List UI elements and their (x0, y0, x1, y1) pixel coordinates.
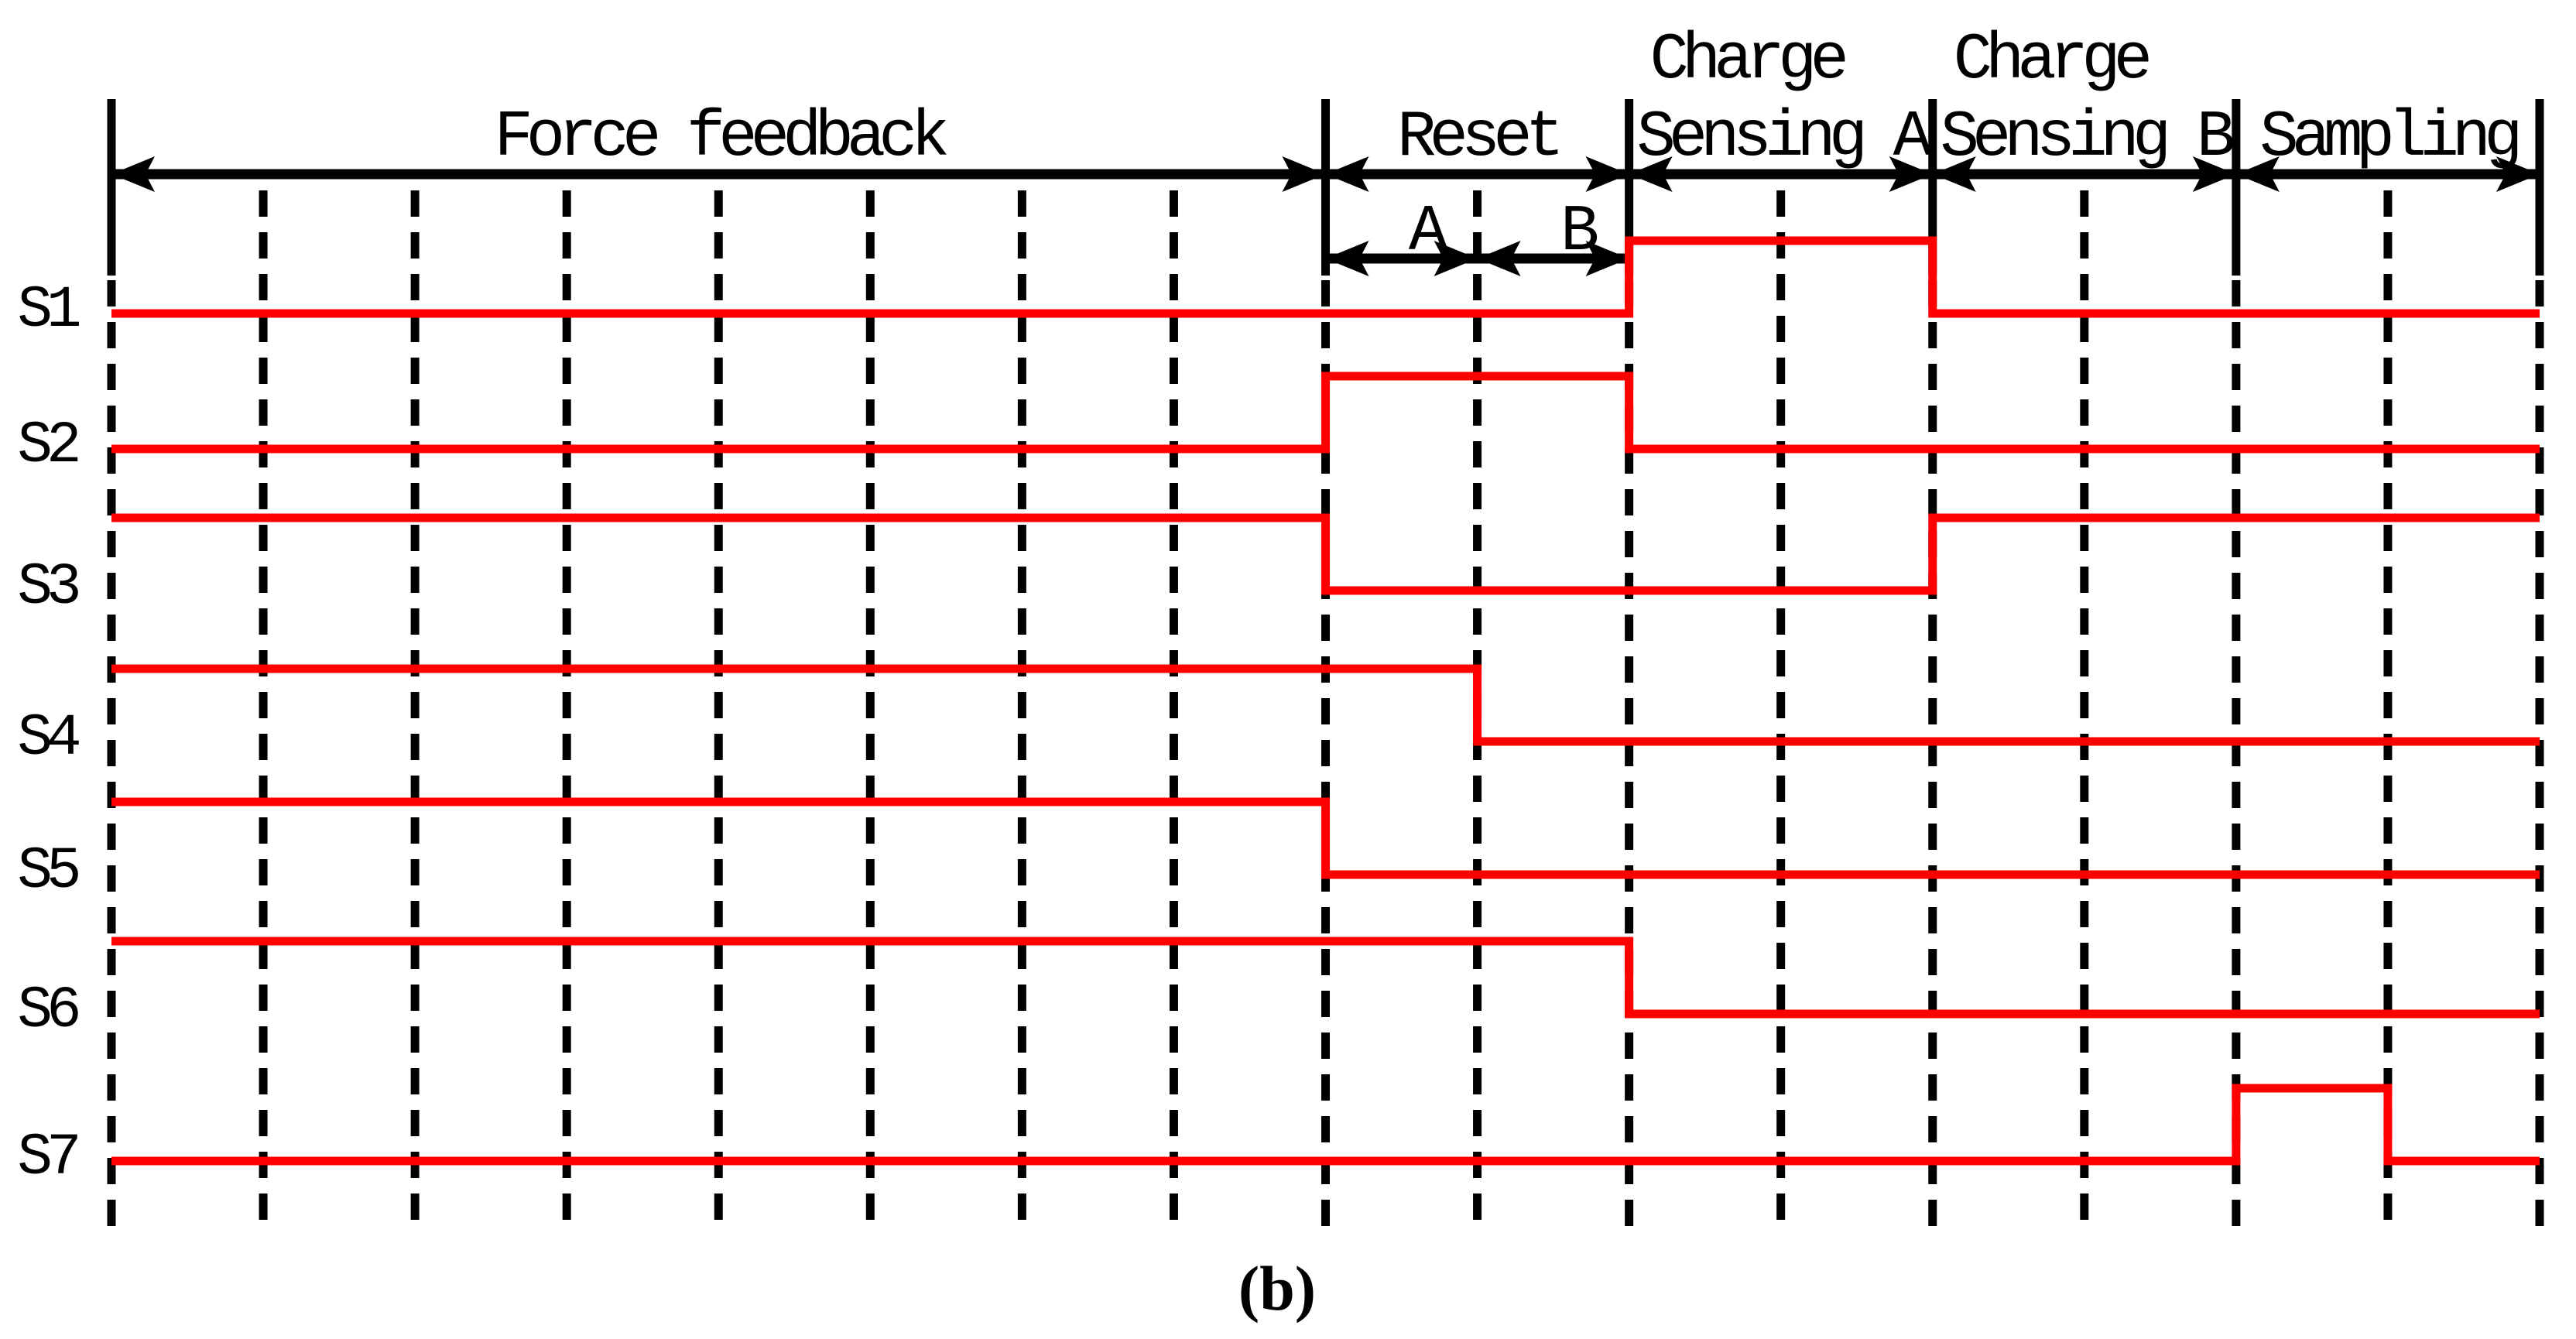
signal-waveform (111, 664, 2540, 746)
arrowhead-icon (1282, 156, 1326, 192)
signal-name-label: S2 (17, 413, 78, 479)
phase-label: Charge (1954, 24, 2149, 98)
signal-waveform (111, 236, 2540, 318)
signal-name-label: S1 (17, 277, 79, 344)
arrowhead-icon (1585, 241, 1629, 276)
arrowhead-icon (1325, 156, 1369, 192)
signal-waveform (111, 797, 2540, 879)
arrowhead-icon (1477, 241, 1521, 276)
phase-label: Reset (1397, 101, 1558, 175)
arrowhead-icon (2496, 156, 2540, 192)
arrowhead-icon (1434, 241, 1478, 276)
arrowhead-icon (1932, 156, 1976, 192)
signal-waveform (111, 513, 2540, 595)
signal-name-label: S7 (17, 1125, 77, 1191)
gridlines-layer (107, 99, 2544, 1229)
arrowhead-icon (1585, 156, 1629, 192)
arrowhead-icon (1889, 156, 1933, 192)
arrowhead-icon (1629, 156, 1673, 192)
signal-name-label: S6 (17, 978, 78, 1044)
signal-name-label: S4 (17, 705, 79, 772)
waveforms-layer (111, 236, 2540, 1166)
phase-label: Sensing B (1940, 101, 2233, 175)
signal-waveform (111, 1084, 2540, 1166)
arrowhead-icon (1325, 241, 1369, 276)
phase-arrows-layer (111, 156, 2540, 276)
phase-label: Sensing A (1636, 101, 1932, 175)
signal-name-label: S5 (17, 838, 78, 905)
phase-label: Sampling (2259, 101, 2518, 175)
signal-waveform (111, 937, 2540, 1019)
sub-phase-label: B (1560, 196, 1598, 269)
arrowhead-icon (2235, 156, 2280, 192)
phase-label: Charge (1649, 24, 1845, 98)
phase-label: Force feedback (494, 101, 947, 175)
arrowhead-icon (2192, 156, 2236, 192)
figure-caption: (b) (1238, 1253, 1316, 1324)
arrowhead-icon (111, 156, 155, 192)
signal-waveform (111, 372, 2540, 454)
signal-name-label: S3 (17, 554, 78, 621)
